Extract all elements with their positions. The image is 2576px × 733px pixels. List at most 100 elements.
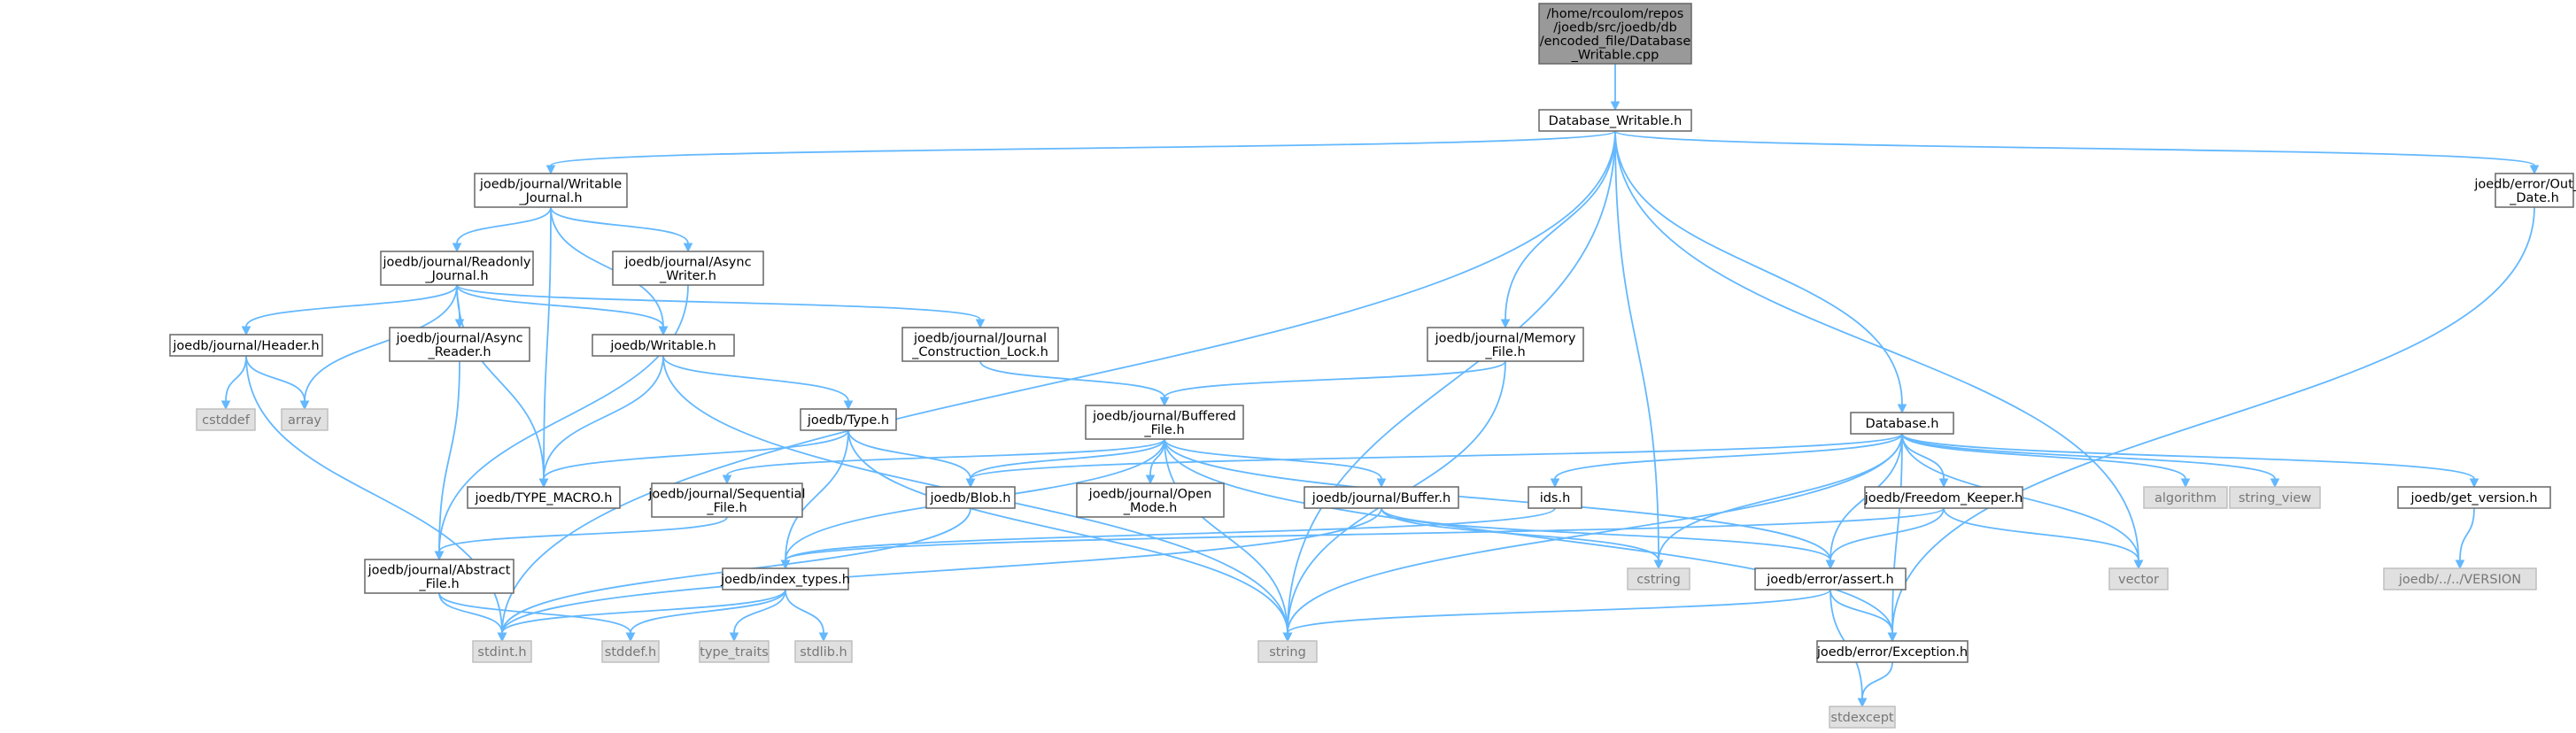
node-label: cstddef <box>202 413 251 428</box>
node-rj[interactable]: joedb/journal/Readonly_Journal.h <box>380 251 534 286</box>
node-blob[interactable]: joedb/Blob.h <box>925 486 1016 509</box>
node-mf[interactable]: joedb/journal/Memory_File.h <box>1427 327 1584 362</box>
node-stdint: stdint.h <box>472 640 532 663</box>
edge-dbw-to-wj <box>545 130 1616 175</box>
node-label: /home/rcoulom/repos <box>1547 7 1684 21</box>
node-label: _Journal.h <box>518 191 582 205</box>
node-label: joedb/Blob.h <box>930 491 1011 505</box>
node-algorithm: algorithm <box>2143 486 2228 509</box>
edge-mf-to-bf <box>1159 360 1506 407</box>
edge-db-to-algorithm <box>1901 433 2191 489</box>
edge-hdr-to-cstddef <box>220 355 247 411</box>
edge-db-to-blob <box>965 433 1903 489</box>
node-box <box>800 408 897 431</box>
node-string_view: string_view <box>2229 486 2321 509</box>
node-box <box>2229 486 2321 509</box>
edge-wj-to-tm <box>538 206 552 489</box>
node-om[interactable]: joedb/journal/Open_Mode.h <box>1076 482 1225 518</box>
edge-it-to-stddef <box>625 589 786 643</box>
node-hdr[interactable]: joedb/journal/Header.h <box>169 334 323 357</box>
node-ids[interactable]: ids.h <box>1528 486 1582 509</box>
node-stddef: stddef.h <box>601 640 660 663</box>
node-fk[interactable]: joedb/Freedom_Keeper.h <box>1864 486 2023 509</box>
node-exc[interactable]: joedb/error/Exception.h <box>1816 640 1969 663</box>
node-assert[interactable]: joedb/error/assert.h <box>1754 567 1907 590</box>
edge-dbw-to-mf <box>1500 130 1616 329</box>
node-label: stdlib.h <box>800 645 847 660</box>
node-af[interactable]: joedb/journal/Abstract_File.h <box>364 559 514 594</box>
node-label: joedb/journal/Memory <box>1435 331 1576 345</box>
node-box <box>1829 706 1896 729</box>
node-ar[interactable]: joedb/journal/Async_Reader.h <box>389 327 530 362</box>
node-label: joedb/index_types.h <box>720 573 850 587</box>
node-label: _Date.h <box>2509 191 2559 205</box>
edge-fk-to-assert <box>1825 507 1945 570</box>
node-gv[interactable]: joedb/get_version.h <box>2397 486 2551 509</box>
node-version: joedb/../../VERSION <box>2383 567 2537 590</box>
node-label: _File.h <box>706 501 746 515</box>
node-label: /joedb/src/joedb/db <box>1553 20 1677 35</box>
node-label: _Writer.h <box>659 269 716 283</box>
nodes-layer: /home/rcoulom/repos/joedb/src/joedb/db/e… <box>169 3 2576 729</box>
node-box <box>1427 327 1584 362</box>
node-box <box>925 486 1016 509</box>
node-jcl[interactable]: joedb/journal/Journal_Construction_Lock.… <box>901 327 1059 362</box>
node-box <box>380 251 534 286</box>
edge-rj-to-tm <box>456 284 549 489</box>
node-box <box>1627 567 1690 590</box>
edge-it-to-type_traits <box>729 589 786 643</box>
node-box <box>2383 567 2537 590</box>
edge-assert-to-exc <box>1830 589 1898 643</box>
node-box <box>1864 486 2023 509</box>
node-sf[interactable]: joedb/journal/Sequential_File.h <box>647 482 806 518</box>
node-wr[interactable]: joedb/Writable.h <box>592 334 735 357</box>
node-ooD[interactable]: joedb/error/Out_Of_Date.h <box>2473 173 2576 208</box>
edge-wj-to-aw <box>550 206 693 253</box>
node-box <box>612 251 764 286</box>
node-label: Database.h <box>1866 417 1939 431</box>
node-label: ids.h <box>1540 491 1571 505</box>
node-label: _Writable.cpp <box>1571 48 1659 62</box>
node-aw[interactable]: joedb/journal/Async_Writer.h <box>612 251 764 286</box>
edge-fk-to-it <box>780 507 1945 570</box>
node-box <box>1076 482 1225 518</box>
node-box <box>901 327 1059 362</box>
edge-it-to-stdlib <box>785 589 829 643</box>
edge-dbw-to-db <box>1614 130 1907 414</box>
edge-hdr-to-array <box>245 355 310 411</box>
node-root[interactable]: /home/rcoulom/repos/joedb/src/joedb/db/e… <box>1538 3 1692 65</box>
node-label: vector <box>2118 573 2159 587</box>
node-wj[interactable]: joedb/journal/Writable_Journal.h <box>474 173 628 208</box>
node-box <box>196 408 256 431</box>
node-buf[interactable]: joedb/journal/Buffer.h <box>1303 486 1459 509</box>
edge-jcl-to-bf <box>979 360 1170 407</box>
edge-wr-to-type <box>662 355 854 411</box>
edge-dbw-to-string <box>1282 130 1616 643</box>
node-label: _Journal.h <box>424 269 488 283</box>
node-cstddef: cstddef <box>196 408 256 431</box>
node-dbw[interactable]: Database_Writable.h <box>1538 109 1692 132</box>
node-bf[interactable]: joedb/journal/Buffered_File.h <box>1085 405 1244 440</box>
node-box <box>699 640 770 663</box>
node-box <box>169 334 323 357</box>
edge-wj-to-rj <box>452 206 552 253</box>
node-type[interactable]: joedb/Type.h <box>800 408 897 431</box>
edge-dbw-to-stdint <box>497 130 1616 643</box>
node-tm[interactable]: joedb/TYPE_MACRO.h <box>467 486 621 509</box>
edge-dbw-to-ooD <box>1614 130 2540 175</box>
node-label: joedb/Writable.h <box>609 339 716 353</box>
node-db[interactable]: Database.h <box>1850 412 1954 435</box>
node-box <box>389 327 530 362</box>
node-label: joedb/journal/Buffered <box>1092 409 1236 423</box>
node-box <box>2108 567 2169 590</box>
node-label: joedb/Type.h <box>807 413 889 428</box>
node-stdexcept: stdexcept <box>1829 706 1896 729</box>
edge-aw-to-af <box>434 284 689 561</box>
node-box <box>1850 412 1954 435</box>
node-label: joedb/journal/Journal <box>913 331 1047 345</box>
node-label: /encoded_file/Database <box>1540 35 1691 49</box>
node-label: array <box>288 413 321 428</box>
node-it[interactable]: joedb/index_types.h <box>720 567 850 590</box>
node-label: joedb/Freedom_Keeper.h <box>1864 491 2023 505</box>
node-label: joedb/error/assert.h <box>1766 573 1893 587</box>
